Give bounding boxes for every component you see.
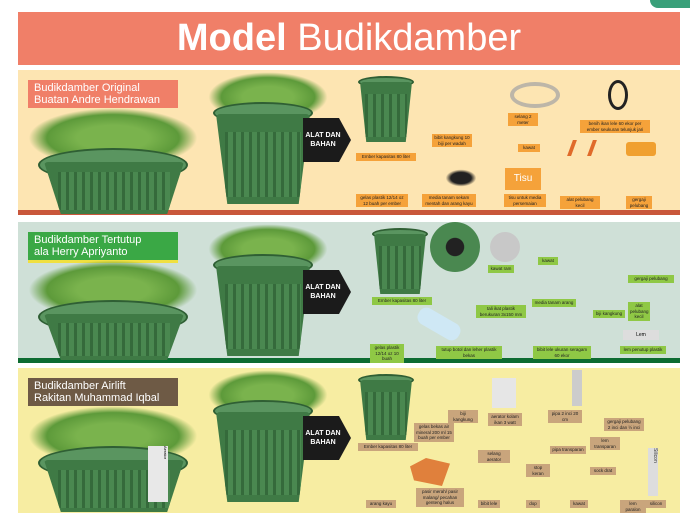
pipe-icon xyxy=(572,370,582,406)
material-label: Ember kapasitas 80 liter xyxy=(372,297,432,305)
wire-mesh-icon xyxy=(490,232,520,262)
tissue-box-icon: Tisu xyxy=(505,168,541,190)
material-label: kawat xyxy=(538,257,558,265)
bucket-medium xyxy=(216,266,310,356)
glue-label: Lem xyxy=(636,332,646,338)
arrow-label: ALAT DAN BAHAN xyxy=(305,430,341,446)
material-label: alat pelubang kecil xyxy=(628,302,650,321)
title-bold: Model xyxy=(176,17,287,59)
corner-leaf-decoration xyxy=(650,0,690,8)
material-label: gelas bekas air mineral 200 ml 15 buah p… xyxy=(414,423,454,442)
alat-dan-bahan-arrow: ALAT DAN BAHAN xyxy=(303,270,351,314)
charcoal-icon xyxy=(443,168,479,188)
plastic-bottle-icon xyxy=(414,304,464,344)
material-label: kawat ram xyxy=(488,265,514,273)
material-label: selang aerator xyxy=(478,450,510,463)
material-label: biji kangkung xyxy=(448,410,478,423)
material-label: lem penutup plastik xyxy=(620,346,666,354)
panel-title-line2: Rakitan Muhammad Iqbal xyxy=(34,392,160,404)
material-label: media tanam arang xyxy=(532,299,576,307)
material-label: pipa transparan xyxy=(550,446,586,454)
material-label: bibit kangkung 10 biji per wadah xyxy=(432,134,472,147)
panel-title-line2: ala Herry Apriyanto xyxy=(34,246,128,258)
alat-dan-bahan-arrow: ALAT DAN BAHAN xyxy=(303,118,351,162)
material-label: gergaji pelubang 2 inci dan ½ inci xyxy=(604,418,644,431)
material-label: gergaji pelubang xyxy=(628,275,674,283)
material-label: gelas plastik 12/14 oz 12 buah per ember xyxy=(356,194,408,207)
material-label: benih ikan lele 60 ekor per ember seukur… xyxy=(580,120,650,133)
hose-icon xyxy=(510,82,560,108)
title-light: Budikdamber xyxy=(297,17,522,59)
material-label: lem paralon xyxy=(620,500,646,513)
sand-gravel-icon xyxy=(410,458,450,486)
material-label: bibit lele ukuran seragam 60 ekor xyxy=(533,346,591,359)
material-label: bibit lele xyxy=(478,500,500,508)
material-label: dop xyxy=(526,500,540,508)
bucket-medium xyxy=(216,412,310,502)
pliers-icon xyxy=(567,140,597,156)
panel-title-line1: Budikdamber Airlift xyxy=(34,380,126,392)
material-label: tutup botol dan leher plastik bekas xyxy=(436,346,502,359)
silicon-label: Silicon xyxy=(652,448,658,463)
panel-title-line1: Budikdamber Tertutup xyxy=(34,234,142,246)
glue-tube-icon: Lem xyxy=(623,330,659,340)
material-label: tisu untuk media persemaian xyxy=(504,194,546,207)
arrow-label: ALAT DAN BAHAN xyxy=(305,284,341,300)
bucket-large xyxy=(44,314,184,360)
panel-title-line1: Budikdamber Original xyxy=(34,82,140,94)
arrow-label: ALAT DAN BAHAN xyxy=(305,132,341,148)
bucket-large xyxy=(44,162,184,214)
material-label: alat pelubang kecil xyxy=(560,196,600,209)
aerator-icon: Aerator xyxy=(148,446,168,502)
material-label: stop keran xyxy=(526,464,550,477)
material-label: pasir merah/ pasir malang/ pecahan gente… xyxy=(416,488,464,507)
aerator-box-icon xyxy=(492,378,516,408)
ember-icon xyxy=(360,82,412,142)
material-label: pipa 2 inci 20 cm xyxy=(548,410,582,423)
material-label: sock drat xyxy=(590,467,616,475)
bucket-lid-top-icon xyxy=(430,222,480,272)
material-label: lem transparan xyxy=(590,437,620,450)
drill-icon xyxy=(626,142,656,156)
page-title: Model Budikdamber xyxy=(18,12,680,65)
material-label: media tanam sekam mentah dan arang kayu xyxy=(422,194,476,207)
tissue-label: Tisu xyxy=(513,173,533,184)
material-label: gelas plastik 12/14 oz 10 buah xyxy=(370,344,404,363)
material-label: Ember kapasitas 80 liter xyxy=(358,443,418,451)
material-label: kawat xyxy=(570,500,588,508)
material-label: biji kangkung xyxy=(593,310,625,318)
material-label: selang 2 meter xyxy=(508,113,538,126)
material-label: arang kayu xyxy=(366,500,396,508)
material-label: gergaji pelubang xyxy=(626,196,652,209)
bucket-medium xyxy=(216,114,310,204)
aerator-label: Aerator xyxy=(163,446,168,460)
material-label: tali ikat plastik berukuran 3x150 mm xyxy=(476,305,526,318)
ember-icon xyxy=(360,380,412,440)
material-label: silicon xyxy=(646,500,666,508)
alat-dan-bahan-arrow: ALAT DAN BAHAN xyxy=(303,416,351,460)
silicon-tube-icon: Silicon xyxy=(648,448,658,496)
material-label: Ember kapasitas 80 liter xyxy=(356,153,416,161)
panel-title-line2: Buatan Andre Hendrawan xyxy=(34,94,160,106)
ember-icon xyxy=(374,234,426,294)
catfish-icon xyxy=(608,80,628,110)
material-label: kawat xyxy=(518,144,540,152)
material-label: aerator kolam ikan 3 watt xyxy=(488,413,522,426)
